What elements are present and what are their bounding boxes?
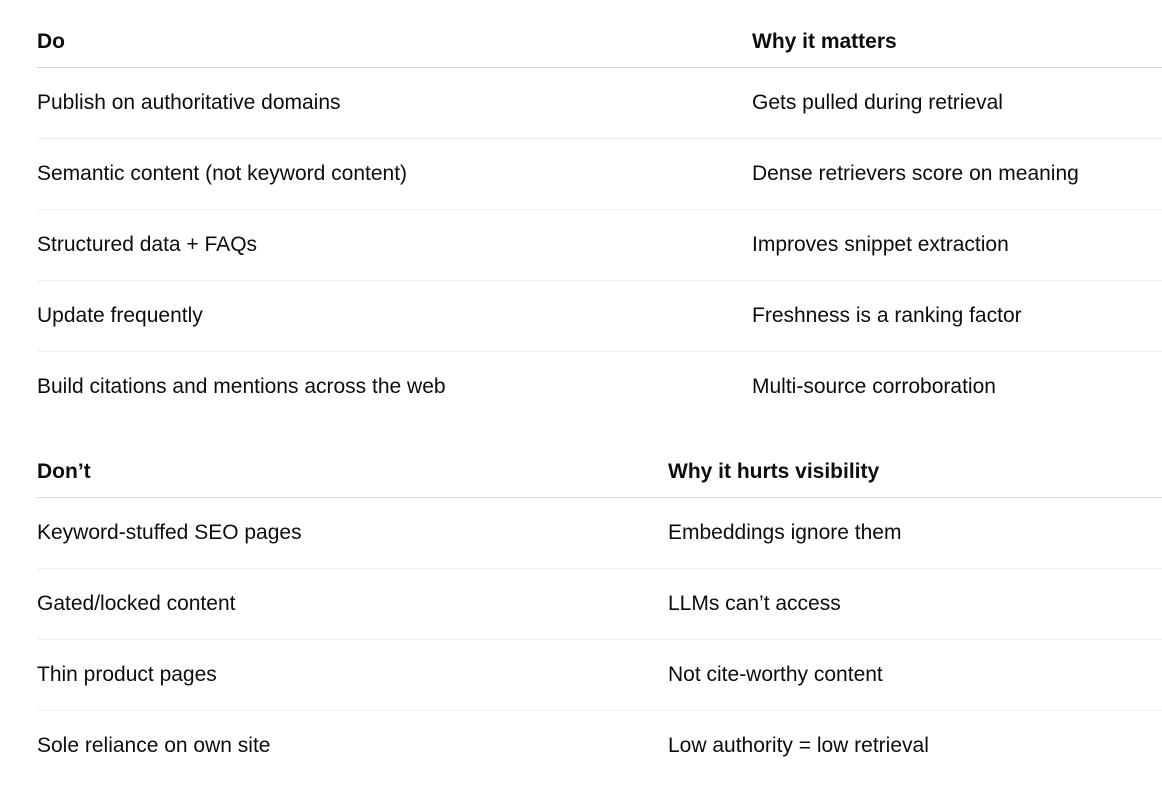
table-row: Keyword-stuffed SEO pages Embeddings ign…	[37, 497, 1162, 569]
dont-cell: Thin product pages	[37, 639, 668, 711]
do-table-header-row: Do Why it matters	[37, 17, 1162, 68]
reason-cell: Gets pulled during retrieval	[752, 67, 1162, 139]
why-it-matters-column-header: Why it matters	[752, 17, 1162, 68]
table-row: Gated/locked content LLMs can’t access	[37, 568, 1162, 640]
do-cell: Build citations and mentions across the …	[37, 375, 446, 398]
table-row: Semantic content (not keyword content) D…	[37, 138, 1162, 210]
dont-column-header: Don’t	[37, 447, 668, 498]
do-cell: Update frequently	[37, 280, 752, 352]
why-it-hurts-column-header: Why it hurts visibility	[668, 447, 1162, 498]
reason-cell: Dense retrievers score on meaning	[752, 138, 1162, 210]
dont-cell: Sole reliance on own site	[37, 734, 271, 757]
table-row: Structured data + FAQs Improves snippet …	[37, 209, 1162, 281]
dont-table: Don’t Why it hurts visibility Keyword-st…	[37, 447, 1162, 781]
reason-cell: Embeddings ignore them	[668, 497, 1162, 569]
dont-table-header-row: Don’t Why it hurts visibility	[37, 447, 1162, 498]
reason-cell: Improves snippet extraction	[752, 209, 1162, 281]
do-cell: Publish on authoritative domains	[37, 67, 752, 139]
table-row: Sole reliance on own site Low authority …	[37, 711, 1162, 782]
do-column-header: Do	[37, 17, 752, 68]
table-row: Publish on authoritative domains Gets pu…	[37, 67, 1162, 139]
reason-cell: Freshness is a ranking factor	[752, 280, 1162, 352]
reason-cell: LLMs can’t access	[668, 568, 1162, 640]
reason-cell: Low authority = low retrieval	[668, 734, 929, 757]
table-row: Build citations and mentions across the …	[37, 352, 1162, 423]
reason-cell: Not cite-worthy content	[668, 639, 1162, 711]
do-cell: Structured data + FAQs	[37, 209, 752, 281]
do-table: Do Why it matters Publish on authoritati…	[37, 17, 1162, 422]
reason-cell: Multi-source corroboration	[752, 375, 996, 398]
do-cell: Semantic content (not keyword content)	[37, 138, 752, 210]
table-row: Update frequently Freshness is a ranking…	[37, 280, 1162, 352]
dont-cell: Keyword-stuffed SEO pages	[37, 497, 668, 569]
dont-cell: Gated/locked content	[37, 568, 668, 640]
table-row: Thin product pages Not cite-worthy conte…	[37, 639, 1162, 711]
